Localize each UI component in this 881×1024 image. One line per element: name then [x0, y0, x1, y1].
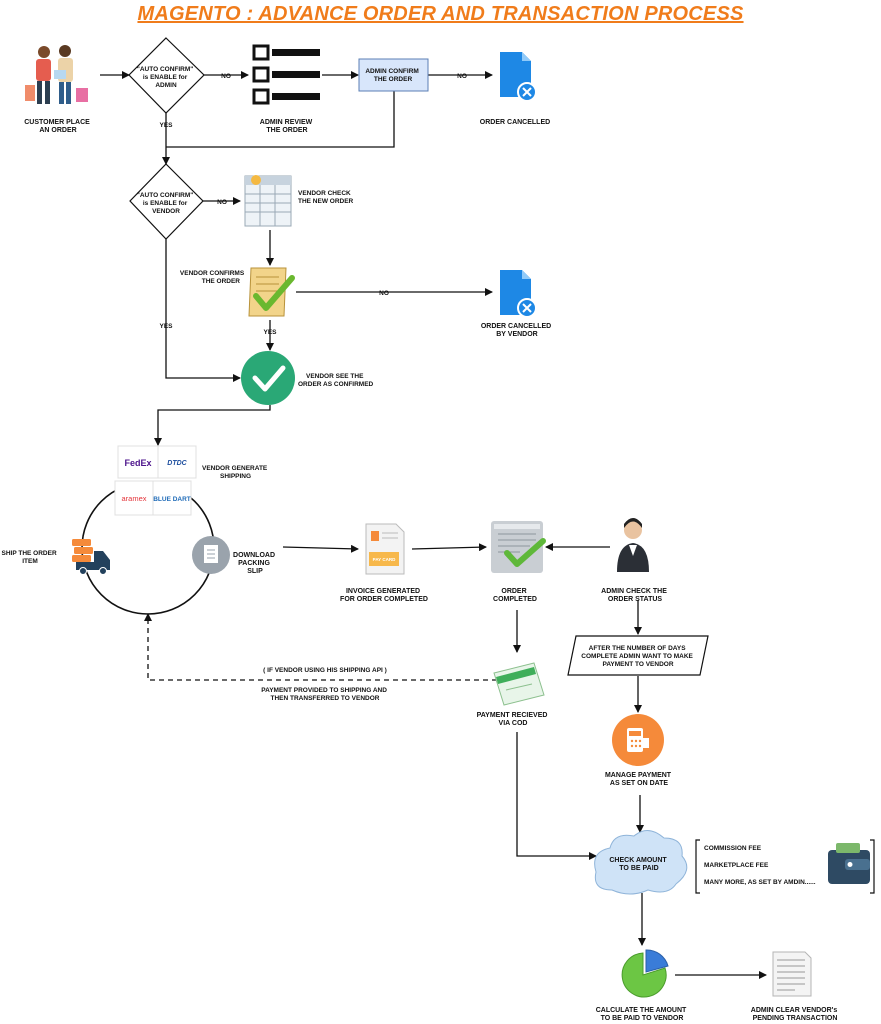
list-icon: [252, 44, 320, 110]
edge-decision2-yes: [165, 238, 241, 382]
edge-slip-to-invoice: [282, 544, 359, 553]
dtdc-logo-text: DTDC: [167, 460, 187, 467]
order-cancelled-label: ORDER CANCELLED: [480, 119, 550, 126]
aramex-logo: [114, 480, 154, 516]
edge-label-no-4: NO: [379, 290, 389, 297]
edge-to-shipping: [154, 405, 271, 446]
shipping-api-label: ( IF VENDOR USING HIS SHIPPING API ): [263, 667, 387, 674]
customer-icon: [25, 45, 88, 104]
check-amount-cloud: [594, 830, 688, 895]
admin-confirm-box: [358, 58, 429, 92]
invoice-icon: PAY CARD: [365, 523, 405, 575]
dtdc-logo: [157, 445, 197, 479]
order-completed-label: ORDER COMPLETED: [493, 588, 537, 603]
payment-received-label: PAYMENT RECIEVED VIA COD: [477, 712, 550, 727]
edge-labels: NO NO YES NO NO YES YES: [159, 73, 466, 336]
ship-order-label: SHIP THE ORDER ITEM: [2, 550, 59, 565]
bluedart-logo-text: BLUE DART: [153, 496, 191, 503]
statement-document-icon: [772, 951, 812, 997]
calculate-amount-label: CALCULATE THE AMOUNT TO BE PAID TO VENDO…: [596, 1007, 689, 1022]
bluedart-logo: [152, 480, 192, 516]
edge-confirm-yes-return: [166, 91, 395, 148]
admin-check-status-label: ADMIN CHECK THE ORDER STATUS: [601, 588, 669, 603]
decision-auto-confirm-admin-label: "AUTO CONFIRM" is ENABLE for ADMIN: [137, 66, 195, 89]
decision-auto-confirm-vendor-label: "AUTO CONFIRM" is ENABLE for VENDOR: [137, 192, 195, 215]
payment-days-box: [567, 635, 709, 676]
edge-label-no-3: NO: [217, 199, 227, 206]
cancelled-by-vendor-document-icon: [500, 270, 537, 318]
cod-card-icon: [493, 662, 545, 706]
calculate-pie-icon: [621, 949, 669, 998]
decision-auto-confirm-vendor: [129, 163, 204, 240]
vendor-see-label: VENDOR SEE THE ORDER AS CONFIRMED: [298, 373, 374, 388]
truck-icon: [72, 539, 110, 575]
fedex-logo-text: FedEx: [124, 458, 151, 468]
aramex-logo-text: aramex: [121, 494, 146, 503]
carrier-logos: FedEx DTDC aramex BLUE DART: [114, 445, 197, 516]
cancelled-document-icon: [500, 52, 537, 102]
edge-label-no-2: NO: [457, 73, 467, 80]
order-cancelled-vendor-label: ORDER CANCELLED BY VENDOR: [481, 323, 553, 338]
approved-document-icon: [248, 267, 295, 317]
admin-review-label: ADMIN REVIEW THE ORDER: [260, 119, 314, 134]
admin-confirm-label: ADMIN CONFIRM THE ORDER: [365, 68, 420, 83]
vendor-generate-shipping-label: VENDOR GENERATE SHIPPING: [202, 465, 269, 480]
payment-provided-label: PAYMENT PROVIDED TO SHIPPING AND THEN TR…: [261, 687, 389, 702]
download-slip-label: DOWNLOAD PACKING SLIP: [233, 552, 277, 575]
customer-label: CUSTOMER PLACE AN ORDER: [24, 119, 92, 134]
admin-person-icon: [617, 518, 649, 572]
spreadsheet-icon: [244, 175, 292, 227]
edge-cod-to-check: [516, 732, 597, 860]
decision-auto-confirm-admin: [128, 37, 205, 114]
order-completed-icon: [491, 521, 546, 573]
packing-slip-icon: [192, 536, 230, 574]
fees-bracket-left: [695, 839, 700, 894]
after-days-label: AFTER THE NUMBER OF DAYS COMPLETE ADMIN …: [581, 645, 694, 668]
confirmed-check-icon: [241, 351, 295, 405]
edge-label-yes-2: YES: [263, 329, 277, 336]
check-amount-label: CHECK AMOUNT TO BE PAID: [609, 857, 668, 872]
connectors: [100, 71, 767, 979]
edge-label-no-1: NO: [221, 73, 231, 80]
page-title: MAGENTO : ADVANCE ORDER AND TRANSACTION …: [137, 3, 744, 25]
admin-clear-label: ADMIN CLEAR VENDOR's PENDING TRANSACTION: [751, 1007, 839, 1022]
pay-card-text: PAY CARD: [373, 557, 396, 562]
fees-list: COMMISSION FEE MARKETPLACE FEE MANY MORE…: [704, 845, 816, 886]
edge-label-yes-1: YES: [159, 122, 173, 129]
wallet-icon: [828, 843, 870, 884]
vendor-confirms-label: VENDOR CONFIRMS THE ORDER: [180, 270, 246, 285]
edge-invoice-to-completed: [411, 543, 487, 552]
invoice-generated-label: INVOICE GENERATED FOR ORDER COMPLETED: [340, 588, 428, 603]
vendor-check-label: VENDOR CHECK THE NEW ORDER: [298, 190, 354, 205]
fedex-logo: [117, 445, 159, 479]
payment-terminal-icon: [612, 714, 664, 766]
manage-payment-label: MANAGE PAYMENT AS SET ON DATE: [605, 772, 673, 787]
edge-label-yes-3: YES: [159, 323, 173, 330]
fees-bracket-right: [870, 839, 875, 894]
